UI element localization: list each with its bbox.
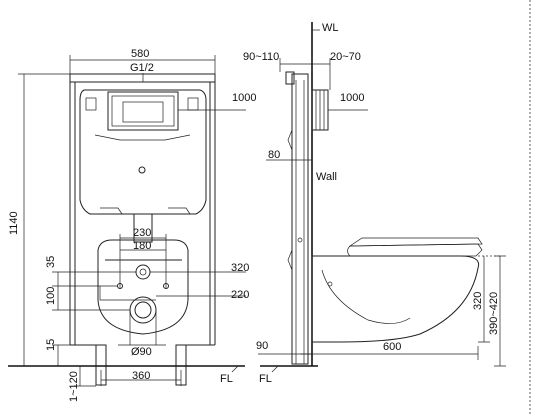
frame-hole bbox=[297, 237, 303, 243]
dim-320-text: 320 bbox=[231, 262, 249, 274]
dim-220-text: 220 bbox=[231, 289, 249, 301]
seat-profile bbox=[347, 243, 483, 257]
dim-90-line bbox=[118, 310, 166, 346]
dim-15-line bbox=[52, 344, 70, 366]
flush-plate-inner bbox=[111, 95, 175, 127]
dim-580-text: 580 bbox=[131, 48, 149, 60]
dim-580-line bbox=[69, 55, 216, 74]
dim-bolt-lines bbox=[120, 237, 166, 251]
dim-90-110-text: 90~110 bbox=[243, 51, 279, 63]
cistern-valve bbox=[138, 166, 146, 174]
inlet-label: G1/2 bbox=[130, 62, 154, 74]
dim-1140-text: 1140 bbox=[8, 211, 20, 235]
frame-side-posts bbox=[69, 78, 216, 345]
lid-profile bbox=[348, 237, 483, 247]
frame-clips bbox=[287, 129, 293, 271]
dim-320-side-line bbox=[478, 256, 490, 343]
inlet-connector-inner bbox=[139, 268, 147, 276]
front-view: 580 G1/2 1000 1140 230 180 35 100 15 320… bbox=[8, 48, 256, 402]
plate-1000-text: 1000 bbox=[232, 92, 256, 104]
dim-360-line bbox=[100, 370, 182, 386]
cistern-clips bbox=[100, 207, 191, 215]
dim-20-70-line bbox=[312, 58, 331, 90]
dim-1-120-text: 1~120 bbox=[68, 371, 80, 402]
outlet-inner bbox=[134, 301, 152, 319]
dim-100-text: 100 bbox=[45, 287, 57, 305]
wl-label: WL bbox=[322, 22, 339, 34]
dim-80-line bbox=[266, 155, 312, 165]
front-floor-label: FL bbox=[220, 373, 233, 385]
flush-plate-outline bbox=[107, 91, 179, 131]
dim-90-side-text: 90 bbox=[256, 340, 268, 352]
dim-20-70-text: 20~70 bbox=[330, 51, 361, 63]
side-floor-tick bbox=[271, 365, 279, 373]
dim-230-text: 230 bbox=[133, 227, 151, 239]
flush-pipe bbox=[133, 213, 153, 243]
dim-180-text: 180 bbox=[133, 240, 151, 252]
frame-top-rail bbox=[69, 73, 216, 83]
pan-outline bbox=[97, 239, 189, 335]
dim-90-110-line bbox=[279, 56, 313, 72]
outlet-outer bbox=[129, 296, 157, 324]
dim-35-text: 35 bbox=[45, 256, 57, 268]
cistern-rib bbox=[94, 134, 191, 141]
pan-fix-point bbox=[327, 281, 333, 287]
wall-label: Wall bbox=[316, 171, 337, 183]
inner-dim-bracket bbox=[99, 286, 156, 301]
frame-top-bracket bbox=[285, 71, 295, 85]
dim-360-text: 360 bbox=[132, 370, 150, 382]
dim-35-line bbox=[52, 271, 136, 287]
cistern-body bbox=[79, 89, 207, 215]
dim-90-text: Ø90 bbox=[131, 346, 152, 358]
dim-bolt-ext bbox=[119, 234, 167, 288]
dim-1-120-line bbox=[74, 366, 96, 387]
dim-600-line bbox=[300, 346, 479, 360]
side-plate-1000-text: 1000 bbox=[340, 92, 364, 104]
frame-inner-posts bbox=[74, 82, 211, 345]
dim-1140-line bbox=[18, 73, 70, 367]
frame-profile-inner bbox=[295, 80, 305, 364]
front-floor-tick bbox=[231, 365, 239, 373]
side-plate-ribs bbox=[315, 90, 325, 130]
dim-15-text: 15 bbox=[45, 339, 57, 351]
frame-profile bbox=[291, 73, 309, 365]
flush-buttons bbox=[122, 101, 164, 123]
cistern-lug-right bbox=[187, 97, 199, 111]
inlet-connector bbox=[135, 264, 151, 280]
pan-profile bbox=[311, 255, 480, 343]
side-floor-label: FL bbox=[259, 373, 272, 385]
dim-80-text: 80 bbox=[268, 149, 280, 161]
dim-320-side-text: 320 bbox=[472, 292, 484, 310]
pan-bowl-curve bbox=[321, 269, 411, 324]
dim-100-line bbox=[52, 286, 130, 311]
cistern-lug-left bbox=[85, 97, 97, 111]
side-view: WL 90~110 20~70 1000 80 Wall 320 390~42 bbox=[243, 0, 531, 414]
dim-390-420-line bbox=[494, 255, 506, 367]
dim-600-text: 600 bbox=[383, 341, 401, 353]
dim-390-420-text: 390~420 bbox=[488, 292, 500, 335]
